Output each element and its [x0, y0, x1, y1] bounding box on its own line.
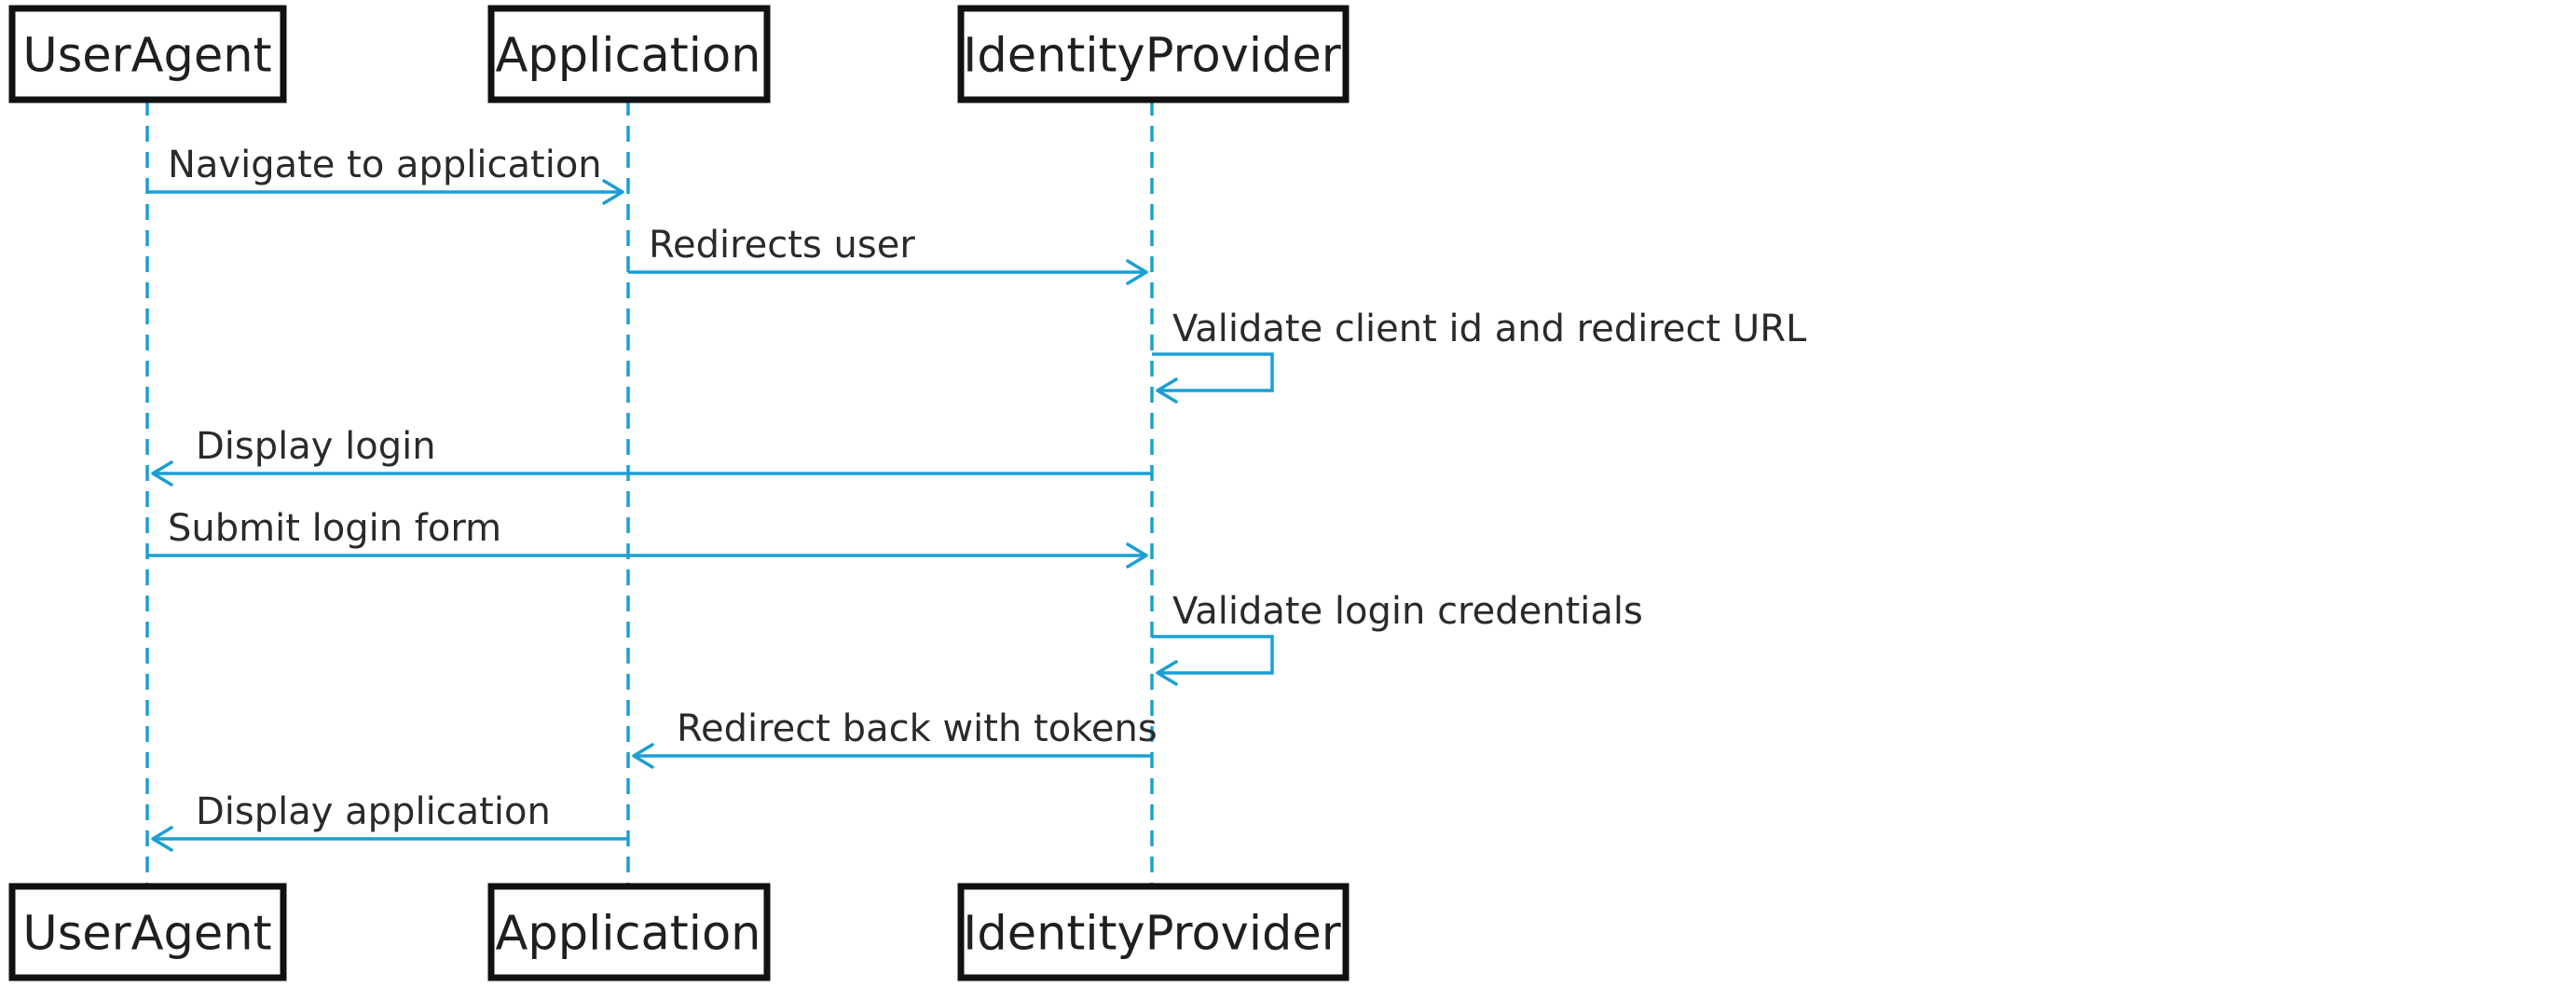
- participant-box: [957, 5, 1350, 103]
- message-6: Validate login credentials: [1152, 590, 1643, 686]
- arrow-head: [1156, 377, 1178, 404]
- arrow-head: [1126, 542, 1148, 569]
- participant-label: Application: [496, 907, 761, 962]
- participant-label: IdentityProvider: [963, 907, 1340, 962]
- participant-useragent-bottom: UserAgent: [8, 883, 287, 981]
- message-7: Redirect back with tokens: [632, 707, 1158, 769]
- message-label: Display login: [196, 425, 436, 468]
- message-5: Submit login form: [147, 507, 1148, 569]
- lifelines: [145, 100, 1154, 886]
- participant-label: IdentityProvider: [963, 29, 1340, 84]
- participant-box: [8, 883, 287, 981]
- message-label: Submit login form: [168, 507, 501, 550]
- participant-box: [8, 5, 287, 103]
- message-line: [1152, 635, 1274, 675]
- message-label: Validate client id and redirect URL: [1172, 308, 1807, 350]
- message-3: Validate client id and redirect URL: [1152, 308, 1807, 404]
- message-2: Redirects user: [628, 224, 1148, 285]
- arrow-head: [602, 179, 624, 205]
- participant-idp-bottom: IdentityProvider: [957, 883, 1350, 981]
- message-line: [1152, 352, 1274, 392]
- participant-label: UserAgent: [22, 907, 271, 962]
- message-label: Redirect back with tokens: [677, 707, 1158, 750]
- arrow-head: [632, 743, 654, 769]
- participant-idp-top: IdentityProvider: [957, 5, 1350, 103]
- message-label: Display application: [196, 790, 551, 833]
- arrow-head: [1156, 660, 1178, 686]
- participants: UserAgentUserAgentApplicationApplication…: [8, 5, 1350, 981]
- arrow-head: [151, 460, 173, 487]
- message-label: Validate login credentials: [1172, 590, 1643, 633]
- participant-box: [487, 883, 771, 981]
- message-label: Redirects user: [649, 224, 915, 267]
- message-8: Display application: [151, 790, 628, 852]
- arrow-head: [1126, 259, 1148, 285]
- participant-application-bottom: Application: [487, 883, 771, 981]
- participant-box: [487, 5, 771, 103]
- message-1: Navigate to application: [147, 144, 624, 205]
- participant-application-top: Application: [487, 5, 771, 103]
- participant-useragent-top: UserAgent: [8, 5, 287, 103]
- message-label: Navigate to application: [168, 144, 602, 186]
- participant-label: Application: [496, 29, 761, 84]
- participant-box: [957, 883, 1350, 981]
- participant-label: UserAgent: [22, 29, 271, 84]
- message-4: Display login: [151, 425, 1152, 487]
- arrow-head: [151, 826, 173, 852]
